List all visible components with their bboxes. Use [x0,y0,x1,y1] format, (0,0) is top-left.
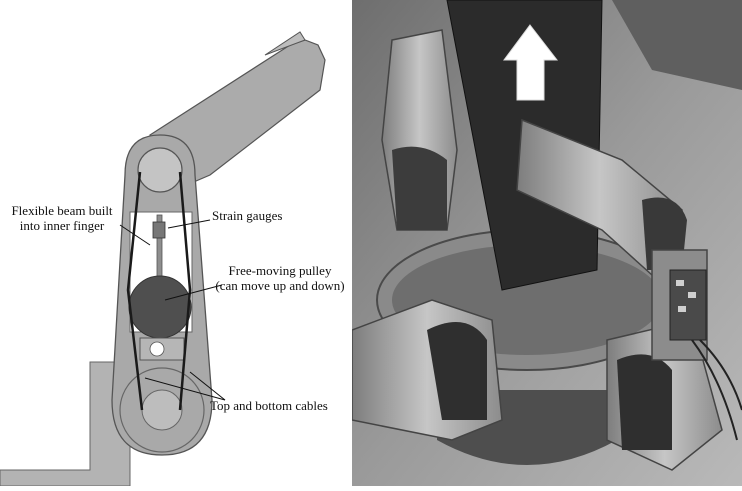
bottom-right-joint [617,354,672,450]
strain-gauge [152,221,166,239]
left-cable [126,171,144,411]
bottom-joint-pulley [141,389,183,431]
circuit-chip-1 [676,280,684,286]
flexible-beam-label-line2: into inner finger [19,218,105,233]
left-finger-joint [392,146,447,230]
pulley-label-line2: (can move up and down) [215,278,345,293]
gripper-photo [352,0,742,486]
flexible-beam-label: Flexible beam built into inner finger [2,203,122,233]
circuit-chip-3 [678,306,686,312]
lower-hole [149,341,165,357]
pulley-label-line1: Free-moving pulley [228,263,332,278]
outer-link-tip [264,31,306,56]
lift-direction-arrow [503,24,559,101]
cables-label: Top and bottom cables [210,398,328,413]
finger-cross-section-diagram: Flexible beam built into inner finger St… [0,0,350,487]
beam-leader [119,224,151,246]
right-cable [178,171,192,411]
wire-1 [691,339,738,441]
bottom-left-joint [427,322,487,420]
cable-leader-right [189,371,226,401]
gauge-leader [167,219,211,229]
pulley-leader [164,284,223,301]
bottom-joint-ring [119,367,205,453]
top-joint-pulley [137,147,183,193]
flexible-beam-label-line1: Flexible beam built [11,203,113,218]
background-frame [612,0,742,90]
circuit-chip-2 [688,292,696,298]
pulley-label: Free-moving pulley (can move up and down… [210,263,350,293]
free-moving-pulley [128,275,192,339]
cable-leader-left [144,377,226,401]
wire-2 [699,339,742,411]
gripper-photo-svg [352,0,742,486]
strain-gauges-label: Strain gauges [212,208,283,223]
base-block [0,361,131,487]
finger-diagram-svg [0,31,326,487]
circuit-board [669,269,707,341]
